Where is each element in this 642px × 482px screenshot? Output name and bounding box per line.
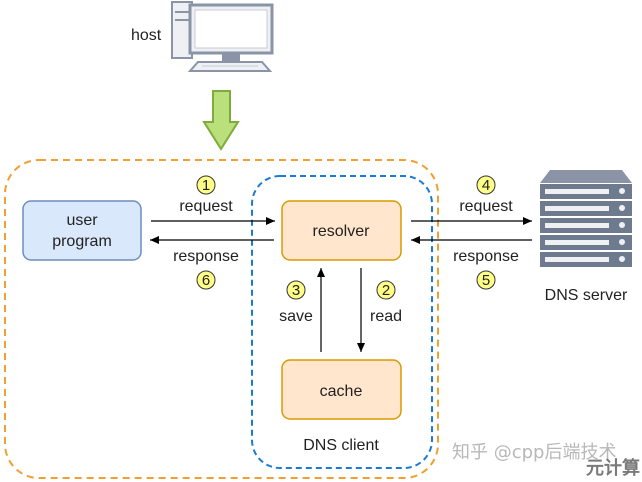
dns-client-label: DNS client (303, 437, 379, 454)
user-program-label-line2: program (52, 233, 112, 250)
user-program-box (22, 200, 142, 261)
step-6-number: 6 (202, 272, 210, 289)
step-5-label: response (453, 248, 519, 265)
step-2-label: read (370, 308, 402, 325)
resolver-box (281, 200, 402, 261)
step-1-marker: 1 (196, 175, 216, 195)
step-5-number: 5 (482, 272, 490, 289)
watermark-text: 知乎 @cpp后端技术 (452, 442, 616, 463)
down-arrow-icon (202, 90, 240, 151)
outer-container (4, 159, 439, 479)
user-program-label-line1: user (66, 212, 98, 229)
step-3-number: 3 (292, 282, 300, 299)
dns-server-label: DNS server (545, 287, 628, 304)
host-label: host (131, 27, 162, 44)
step-3-label: save (279, 308, 313, 325)
cache-label: cache (320, 383, 363, 400)
dns-client-container (251, 175, 433, 469)
step-3-marker: 3 (286, 280, 306, 300)
step-4-number: 4 (482, 177, 490, 194)
computer-icon (171, 1, 274, 72)
step-1-label: request (179, 198, 233, 215)
step-4-label: request (459, 198, 513, 215)
step-5-marker: 5 (476, 270, 496, 290)
server-icon (540, 170, 632, 267)
step-2-number: 2 (382, 282, 390, 299)
step-4-marker: 4 (476, 175, 496, 195)
step-6-marker: 6 (196, 270, 216, 290)
watermark-badge: 元计算 (586, 457, 640, 479)
step-2-marker: 2 (376, 280, 396, 300)
step-6-label: response (173, 248, 239, 265)
step-1-number: 1 (202, 177, 210, 194)
cache-box (281, 359, 402, 420)
resolver-label: resolver (313, 223, 371, 240)
